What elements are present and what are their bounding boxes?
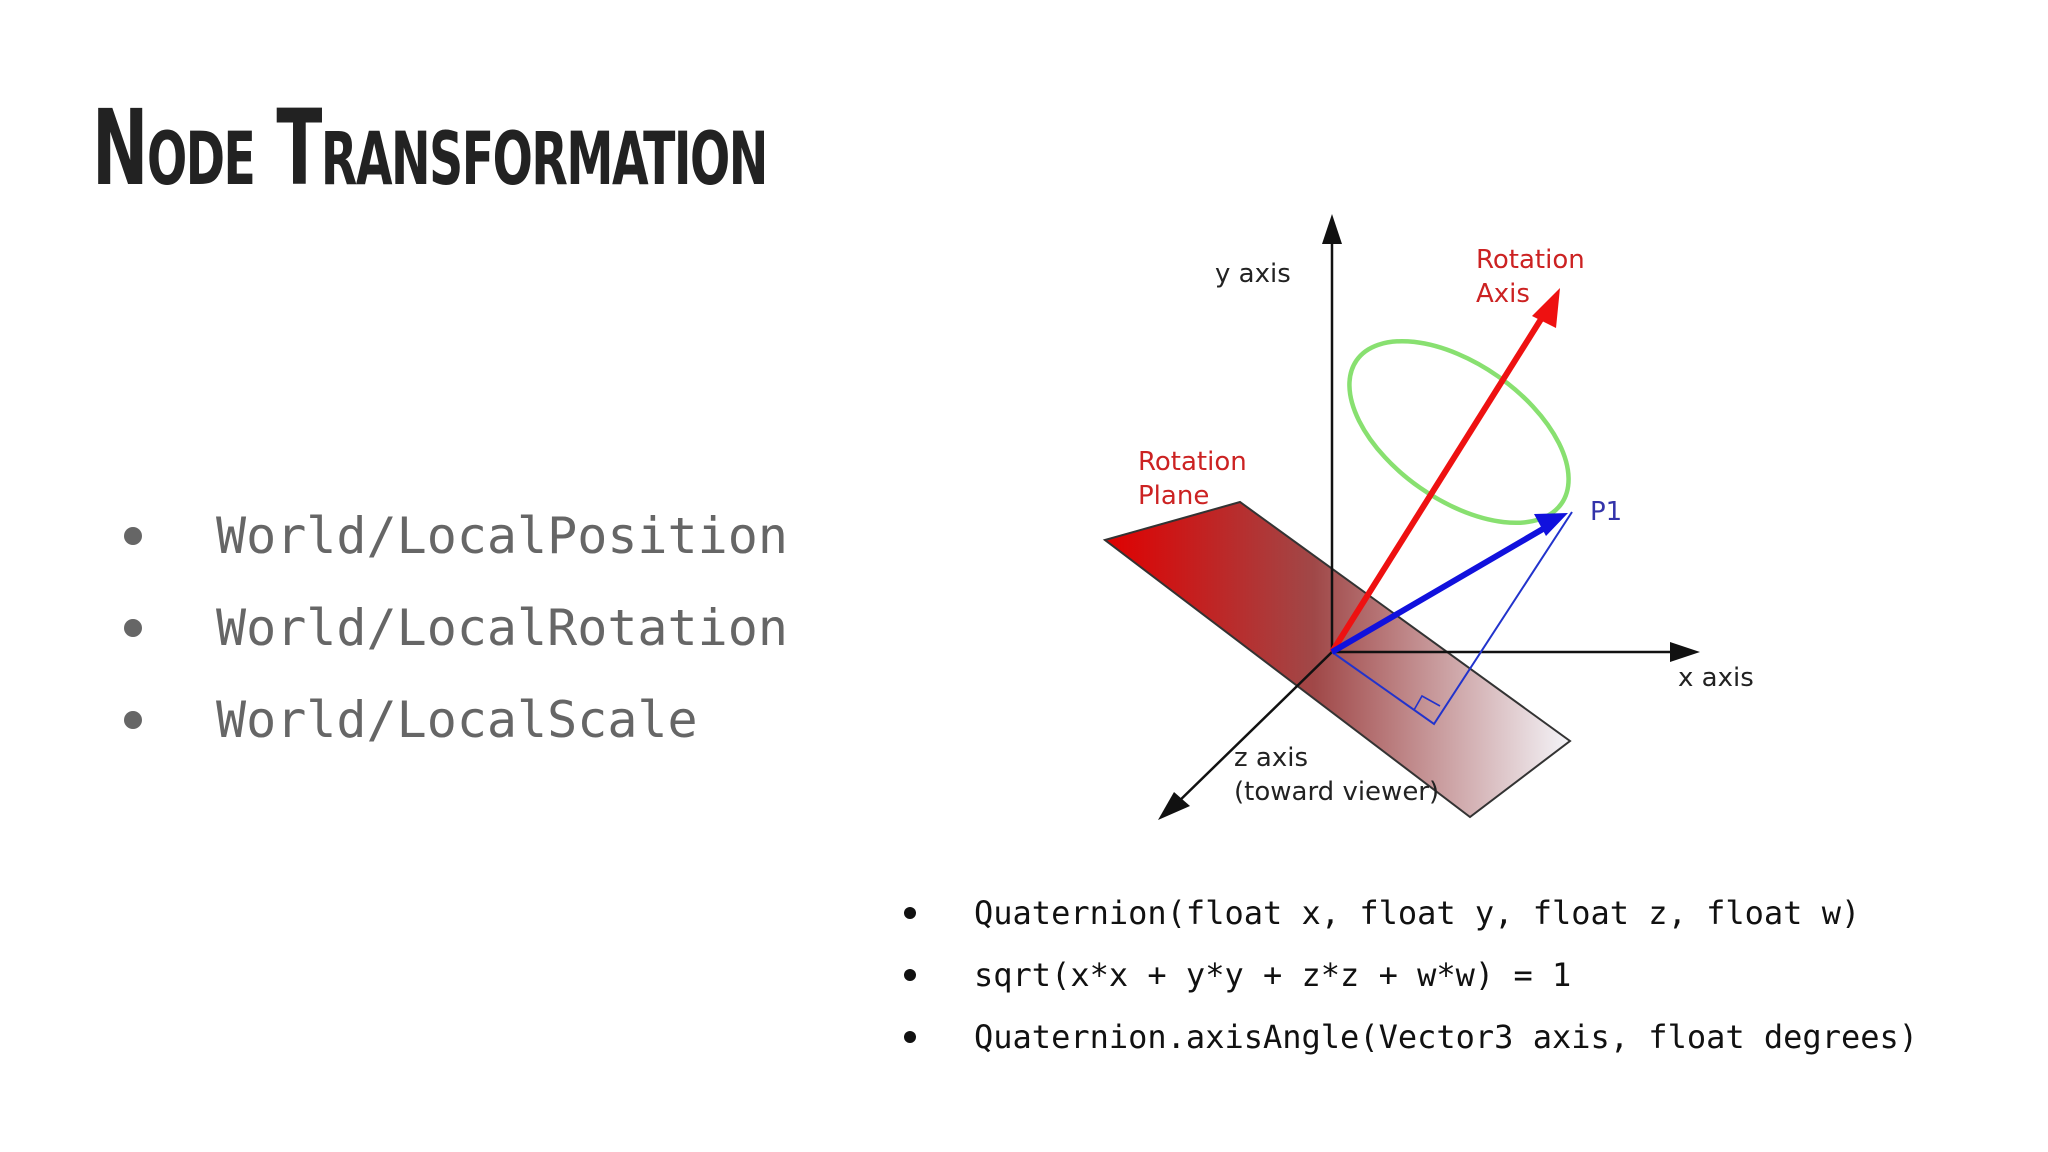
list-item: Quaternion(float x, float y, float z, fl… (904, 882, 1918, 944)
z-axis-arrowhead (1158, 792, 1190, 820)
x-axis-arrowhead (1670, 642, 1700, 662)
quaternion-notes-list: Quaternion(float x, float y, float z, fl… (904, 882, 1918, 1068)
rotation-plane (1102, 500, 1572, 819)
list-item-text: sqrt(x*x + y*y + z*z + w*w) = 1 (974, 956, 1572, 994)
rotation-axis-label: Rotation (1476, 245, 1585, 275)
z-axis-note: (toward viewer) (1234, 777, 1439, 807)
p1-vector-arrow (1330, 523, 1550, 655)
list-item-text: Quaternion(float x, float y, float z, fl… (974, 894, 1861, 932)
rotation-circle (1347, 338, 1571, 526)
list-item: World/LocalPosition (124, 490, 788, 582)
x-axis-label: x axis (1678, 663, 1754, 693)
rotation-axis-label-line2: Axis (1476, 279, 1530, 309)
y-axis-arrowhead (1322, 214, 1342, 244)
list-item: World/LocalScale (124, 674, 788, 766)
bullet-icon (124, 619, 142, 637)
z-axis-line (1171, 651, 1333, 809)
list-item-text: World/LocalScale (216, 691, 698, 749)
z-axis-label: z axis (1234, 743, 1308, 773)
bullet-icon (124, 527, 142, 545)
p1-vector-arrowhead (1534, 513, 1568, 536)
list-item-text: Quaternion.axisAngle(Vector3 axis, float… (974, 1018, 1919, 1056)
slide-title: Node Transformation (92, 87, 768, 209)
rotation-axis-arrowhead (1532, 288, 1560, 328)
rotation-diagram: y axis x axis z axis (toward viewer) Rot… (1102, 214, 1754, 820)
list-item-text: World/LocalRotation (216, 599, 788, 657)
list-item: World/LocalRotation (124, 582, 788, 674)
rotation-plane-label: Rotation (1138, 447, 1247, 477)
rotation-plane-label-line2: Plane (1138, 481, 1209, 511)
rotation-axis-arrow (1329, 306, 1551, 654)
list-item-text: World/LocalPosition (216, 507, 788, 565)
bullet-icon (904, 907, 916, 919)
bullet-icon (904, 1031, 916, 1043)
transform-properties-list: World/LocalPosition World/LocalRotation … (124, 490, 788, 766)
list-item: Quaternion.axisAngle(Vector3 axis, float… (904, 1006, 1918, 1068)
bullet-icon (904, 969, 916, 981)
list-item: sqrt(x*x + y*y + z*z + w*w) = 1 (904, 944, 1918, 1006)
right-angle-marker (1413, 694, 1441, 711)
projection-lines (1331, 511, 1573, 726)
y-axis-label: y axis (1215, 259, 1291, 289)
bullet-icon (124, 711, 142, 729)
point-label: P1 (1590, 497, 1622, 527)
